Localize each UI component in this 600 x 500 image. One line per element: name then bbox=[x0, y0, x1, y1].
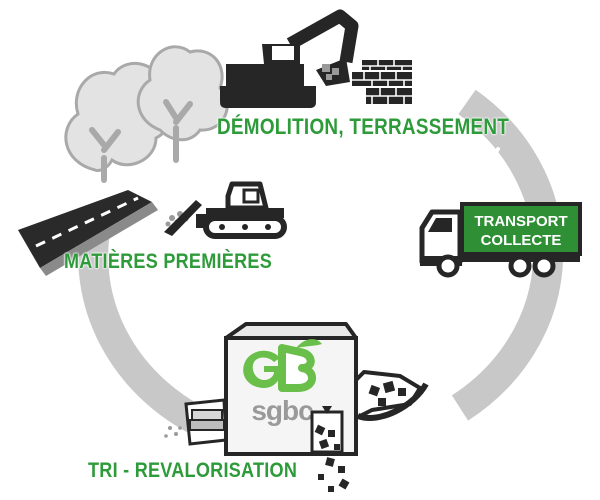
logo-initials: GB bbox=[0, 0, 2, 1]
stage-label-matieres-premieres: MATIÈRES PREMIÈRES bbox=[64, 250, 273, 273]
sgbc-logo: GB sgbc bbox=[0, 0, 324, 426]
cycle-arrow-chevron bbox=[473, 338, 499, 355]
transport-label: TRANSPORT bbox=[474, 213, 567, 230]
trees-icon bbox=[64, 45, 229, 183]
collecte-label: COLLECTE bbox=[481, 232, 562, 249]
stage-label-demolition: DÉMOLITION, TERRASSEMENT bbox=[217, 114, 510, 139]
truck-icon: TRANSPORT COLLECTE bbox=[419, 202, 582, 278]
stage-label-tri-revalorisation: TRI - REVALORISATION bbox=[88, 459, 298, 482]
excavator-icon bbox=[220, 9, 359, 108]
recycling-machine-icon: GB sgbc bbox=[0, 0, 429, 492]
brick-wall-icon bbox=[352, 60, 412, 104]
road-icon bbox=[18, 190, 158, 276]
cycle-arrow-chevron bbox=[476, 147, 500, 167]
logo-brand-text: sgbc bbox=[251, 395, 313, 426]
bulldozer-icon bbox=[164, 181, 287, 239]
